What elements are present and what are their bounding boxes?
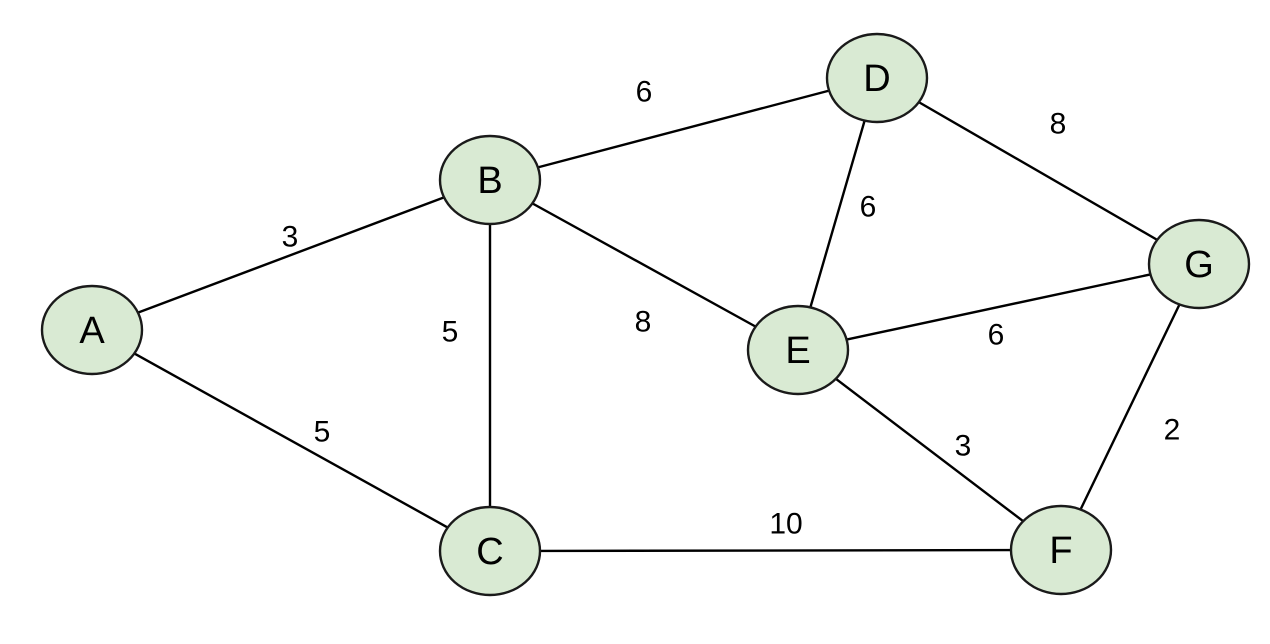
node-label-g: G	[1184, 244, 1214, 286]
edge-e-f	[834, 377, 1025, 523]
node-circle-f[interactable]	[1009, 504, 1113, 596]
edge-weight-e-g: 6	[988, 319, 1005, 352]
edge-weight-d-g: 8	[1050, 108, 1067, 141]
node-e[interactable]: E	[746, 304, 850, 396]
node-f[interactable]: F	[1009, 504, 1113, 596]
node-d[interactable]: D	[825, 32, 929, 124]
node-circle-a[interactable]	[40, 284, 144, 376]
node-label-b: B	[477, 160, 502, 202]
edge-weight-b-d: 6	[636, 76, 653, 109]
node-label-a: A	[79, 310, 105, 352]
node-label-c: C	[476, 531, 503, 573]
nodes-layer: A B C D E F G	[40, 32, 1251, 597]
node-label-f: F	[1049, 530, 1072, 572]
edge-d-g	[917, 100, 1159, 242]
node-circle-g[interactable]	[1147, 218, 1251, 310]
node-a[interactable]: A	[40, 284, 144, 376]
edge-f-g	[1079, 303, 1181, 511]
edge-b-d	[536, 89, 831, 169]
edge-weight-a-b: 3	[282, 221, 299, 254]
edge-e-g	[845, 273, 1152, 341]
node-label-e: E	[785, 330, 810, 372]
node-g[interactable]: G	[1147, 218, 1251, 310]
node-circle-e[interactable]	[746, 304, 850, 396]
node-circle-b[interactable]	[438, 134, 542, 226]
edges-layer	[133, 89, 1181, 553]
edge-weight-c-f: 10	[769, 508, 802, 541]
edge-b-e	[531, 202, 757, 328]
edge-weight-b-e: 8	[635, 306, 652, 339]
node-circle-d[interactable]	[825, 32, 929, 124]
edge-a-c	[133, 352, 449, 529]
edge-weight-a-c: 5	[314, 416, 331, 449]
edge-weights-layer: 3 5 5 6 8 6 8 6 3 2 10	[282, 76, 1181, 541]
edge-weight-f-g: 2	[1164, 414, 1181, 447]
edge-c-f	[538, 548, 1013, 553]
node-label-d: D	[863, 58, 890, 100]
node-b[interactable]: B	[438, 134, 542, 226]
node-circle-c[interactable]	[438, 505, 542, 597]
edge-a-b	[136, 196, 446, 314]
edge-weight-e-f: 3	[955, 430, 972, 463]
edge-weight-b-c: 5	[442, 316, 459, 349]
edge-weight-d-e: 6	[860, 191, 877, 224]
node-c[interactable]: C	[438, 505, 542, 597]
edge-d-e	[809, 119, 866, 309]
